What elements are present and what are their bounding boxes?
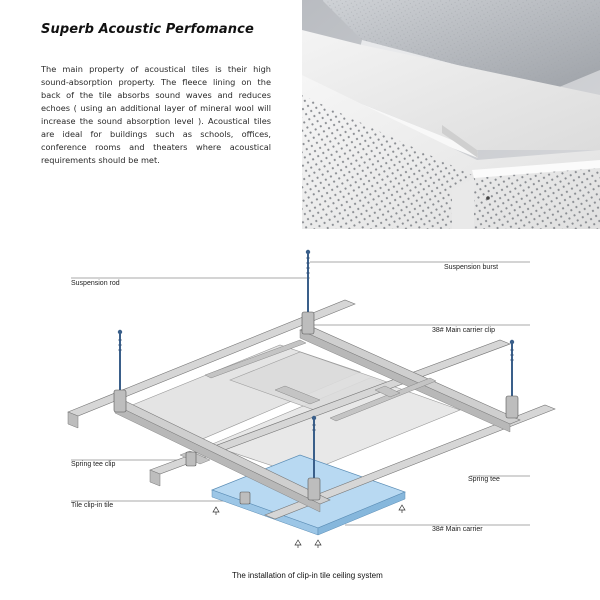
label-spring-tee-clip: Spring tee clip <box>71 461 115 468</box>
spring-tees <box>114 325 521 513</box>
installation-diagram: Suspension burst Suspension rod 38# Main… <box>67 249 556 580</box>
page-title: Superb Acoustic Perfomance <box>41 22 254 37</box>
diagram-caption: The installation of clip-in tile ceiling… <box>232 571 383 580</box>
ceiling-panels <box>119 344 461 476</box>
label-tile-clip-in: Tile clip-in tile <box>71 502 113 509</box>
main-carriers <box>67 299 556 520</box>
label-spring-tee: Spring tee <box>468 476 500 483</box>
label-main-carrier: 38# Main carrier <box>432 526 483 533</box>
ceiling-tiles-photo-art <box>302 0 600 229</box>
label-suspension-burst: Suspension burst <box>444 264 498 271</box>
arrow-markers <box>212 504 406 548</box>
label-suspension-rod: Suspension rod <box>71 280 120 287</box>
carrier-clips <box>113 311 519 505</box>
label-main-carrier-clip: 38# Main carrier clip <box>432 327 495 334</box>
description-paragraph: The main property of acoustical tiles is… <box>41 64 271 165</box>
ceiling-tiles-photo <box>302 0 600 229</box>
